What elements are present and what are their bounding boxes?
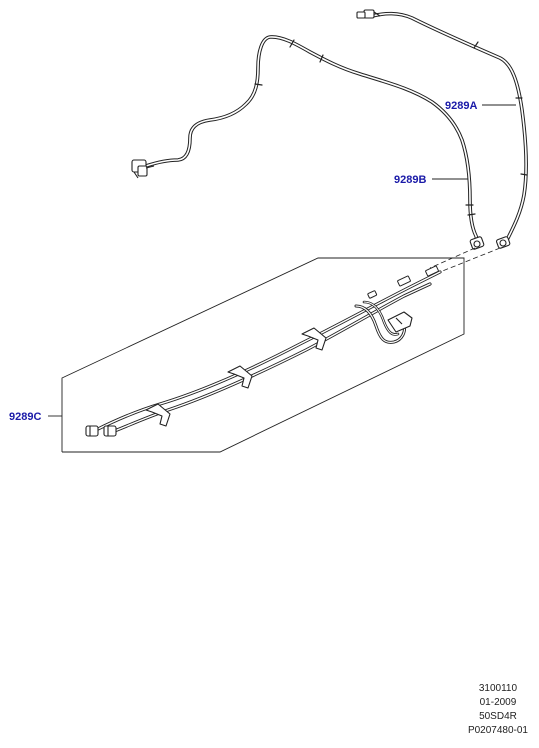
callout-9289a: 9289A — [445, 100, 477, 112]
bracket — [387, 311, 413, 333]
alignment-lines — [429, 247, 501, 273]
leader-lines — [48, 104, 516, 417]
pipe-9289a — [370, 11, 528, 246]
callout-9289c: 9289C — [9, 411, 41, 423]
callout-9289b: 9289B — [394, 174, 426, 186]
clip-3 — [301, 327, 327, 351]
connector-9289b-left — [131, 159, 155, 179]
assembly-9289c-frame — [61, 257, 465, 453]
fitting-9289a-top — [356, 9, 381, 19]
pipe-9289b — [144, 35, 480, 246]
reference-line-2: 01-2009 — [479, 697, 517, 708]
clip-1 — [145, 403, 171, 427]
clip-2 — [227, 365, 253, 389]
reference-line-1: 3100110 — [478, 683, 518, 694]
connector-9289c-left — [85, 425, 117, 437]
reference-line-3: 50SD4R — [479, 711, 517, 722]
fitting-9289b-bottom — [469, 236, 485, 250]
pipe-9289c — [94, 270, 442, 434]
fitting-9289a-bottom — [496, 236, 511, 249]
reference-line-4: P0207480-01 — [467, 725, 528, 736]
reference-block: 3100110 01-2009 50SD4R P0207480-01 — [468, 682, 528, 738]
inline-fittings — [367, 265, 439, 299]
